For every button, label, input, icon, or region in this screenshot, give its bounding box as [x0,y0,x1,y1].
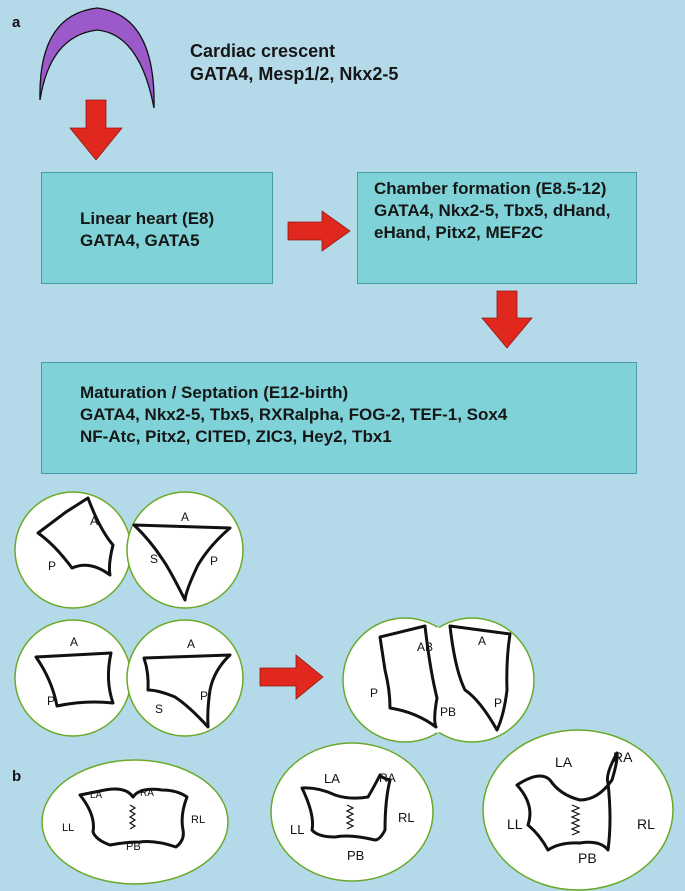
label-pb-1: PB [440,705,456,719]
valve-ring-1 [14,491,132,609]
label-p-4: P [200,689,208,703]
label-p-6: P [494,696,502,710]
linear-heart-title: Linear heart (E8) [80,209,215,228]
maturation-title: Maturation / Septation (E12-birth) [80,383,349,402]
label-la-2: LA [324,771,340,786]
label-a-5: A [478,634,486,648]
ventricle-outline-2 [300,773,392,842]
maturation-septation-box: Maturation / Septation (E12-birth) GATA4… [41,362,637,474]
label-a-3: A [70,635,78,649]
label-ll-3: LL [507,816,523,832]
label-ll-2: LL [290,822,304,837]
valve-outline-3 [34,651,115,708]
chamber-formation-title: Chamber formation (E8.5-12) [374,179,607,198]
arrow-right-1 [287,210,351,252]
ventricle-ring-1 [41,759,229,885]
valve-ring-4 [126,619,244,737]
septum-squiggle-2 [345,804,355,830]
label-pb-2: PB [126,841,141,853]
label-ab: AB [417,640,433,654]
chamber-formation-box: Chamber formation (E8.5-12) GATA4, Nkx2-… [357,172,637,284]
arrow-right-2 [259,654,324,700]
cardiac-crescent-genes: GATA4, Mesp1/2, Nkx2-5 [190,64,399,84]
label-a-2: A [181,510,189,524]
ventricle-ring-2 [270,742,434,882]
maturation-genes-2: NF-Atc, Pitx2, CITED, ZIC3, Hey2, Tbx1 [80,427,392,446]
label-la-1: LA [90,790,103,801]
ventricle-ring-3 [482,729,674,891]
label-ll-1: LL [62,822,74,834]
cardiac-crescent-title: Cardiac crescent [190,41,336,61]
label-a-1: A [90,514,98,528]
ventricle-outline-3 [515,751,619,852]
label-ra-1: RA [140,788,154,799]
label-ra-2: RA [379,771,396,785]
label-p-1: P [48,559,56,573]
cardiac-crescent-text: Cardiac crescent GATA4, Mesp1/2, Nkx2-5 [190,40,398,86]
label-a-4: A [187,637,195,651]
linear-heart-genes: GATA4, GATA5 [80,231,200,250]
chamber-formation-genes-1: GATA4, Nkx2-5, Tbx5, dHand, [374,201,611,220]
label-p-5: P [370,686,378,700]
maturation-genes-1: GATA4, Nkx2-5, Tbx5, RXRalpha, FOG-2, TE… [80,405,508,424]
arrow-down-1 [69,99,123,161]
valve-outline-4 [142,653,232,729]
fused-outline-right [448,624,512,732]
label-pb-3: PB [347,848,364,863]
septum-squiggle-1 [128,804,137,830]
label-s-1: S [150,552,158,566]
valve-outline-1 [36,496,115,577]
septum-squiggle-3 [570,804,581,836]
fused-outline-left [378,624,439,729]
label-rl-2: RL [398,810,415,825]
label-s-2: S [155,702,163,716]
arrow-down-2 [481,290,533,349]
label-p-2: P [210,554,218,568]
label-la-3: LA [555,754,573,770]
label-p-3: P [47,694,55,708]
valve-ring-2 [126,491,244,609]
label-ra-3: RA [613,749,633,765]
label-pb-4: PB [578,850,597,866]
panel-label-b: b [12,768,22,785]
label-rl-1: RL [191,814,205,826]
cardiac-crescent-shape [39,7,155,109]
chamber-formation-genes-2: eHand, Pitx2, MEF2C [374,223,544,242]
ventricle-outline-1 [78,787,189,849]
linear-heart-box: Linear heart (E8) GATA4, GATA5 [41,172,273,284]
valve-outline-2 [132,523,232,602]
panel-label-a: a [12,14,21,31]
label-rl-3: RL [637,816,655,832]
